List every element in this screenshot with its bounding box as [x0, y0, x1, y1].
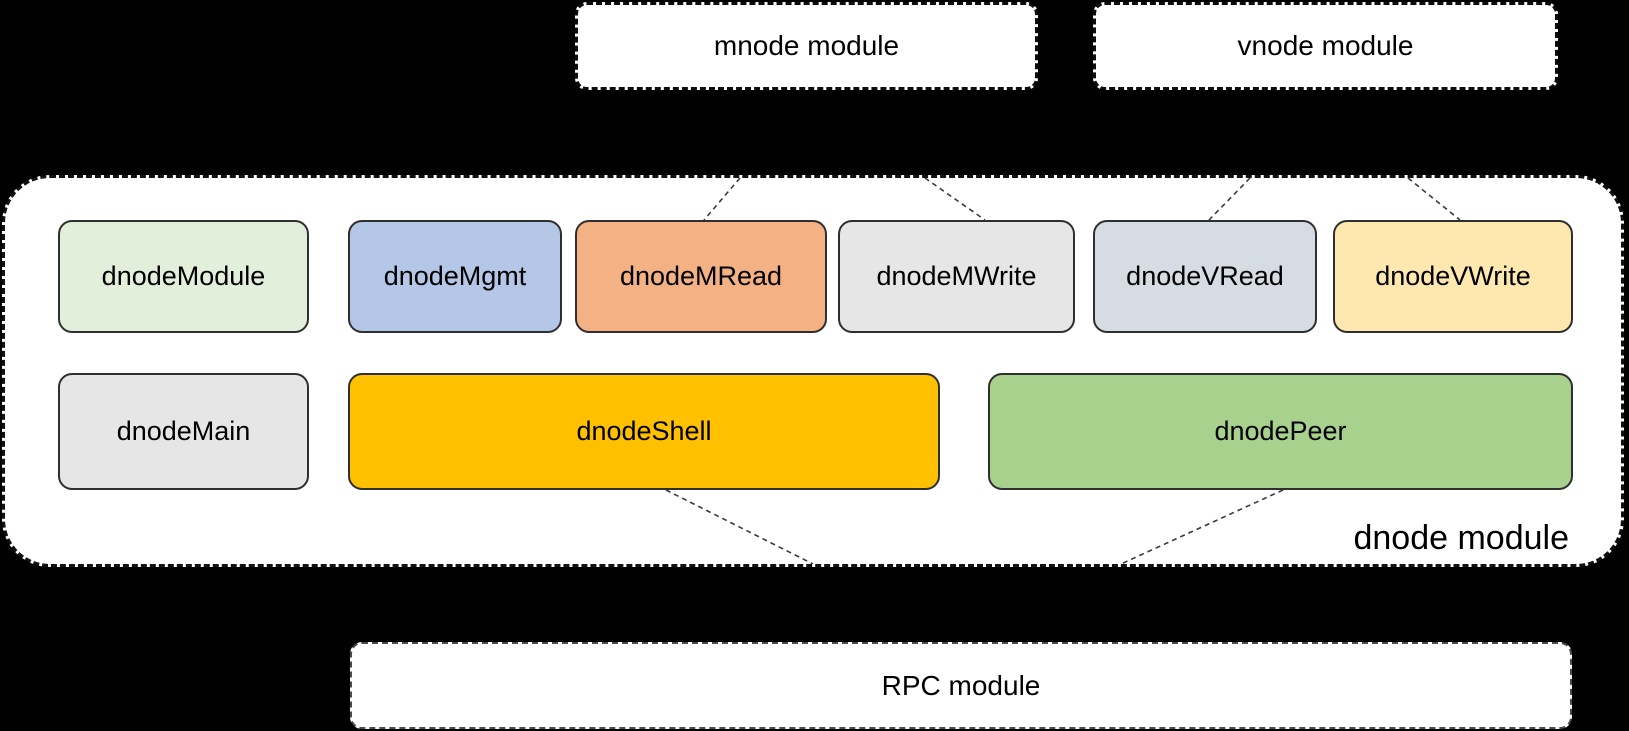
dnode-module-label: dnode module — [1353, 519, 1569, 557]
mnode-module-label: mnode module — [713, 30, 900, 61]
rpc-module-label: RPC module — [881, 669, 1041, 701]
block-dnodeMRead: dnodeMRead — [575, 220, 827, 333]
block-label: dnodeModule — [101, 261, 266, 291]
connector-mnode-dnodeMRead — [703, 178, 741, 221]
connector-dnodePeer-rpc — [1120, 489, 1284, 564]
block-dnodeShell: dnodeShell — [348, 373, 940, 490]
connector-vnode-dnodeVRead — [1208, 178, 1251, 221]
connector-vnode-dnodeVWrite — [1407, 178, 1461, 221]
connector-mnode-dnodeMWrite — [924, 178, 986, 221]
block-dnodeMain: dnodeMain — [58, 373, 309, 490]
block-label: dnodeMWrite — [876, 261, 1037, 291]
block-label: dnodePeer — [1214, 416, 1347, 446]
block-label: dnodeVWrite — [1375, 261, 1531, 291]
block-dnodeVRead: dnodeVRead — [1093, 220, 1317, 333]
block-dnodePeer: dnodePeer — [988, 373, 1573, 490]
block-label: dnodeShell — [576, 416, 712, 446]
block-label: dnodeMgmt — [383, 261, 527, 291]
block-dnodeMgmt: dnodeMgmt — [348, 220, 562, 333]
block-label: dnodeMain — [116, 416, 251, 446]
block-label: dnodeVRead — [1126, 261, 1284, 291]
vnode-module-box: vnode module — [1093, 2, 1558, 90]
vnode-module-label: vnode module — [1237, 30, 1414, 61]
block-label: dnodeMRead — [619, 261, 783, 291]
block-dnodeModule: dnodeModule — [58, 220, 309, 333]
mnode-module-box: mnode module — [575, 2, 1038, 90]
rpc-module-box: RPC module — [350, 642, 1572, 729]
connector-dnodeShell-rpc — [665, 489, 814, 564]
dnode-module-container: dnodeModule dnodeMgmt dnodeMRead dnodeMW… — [2, 175, 1624, 567]
block-dnodeMWrite: dnodeMWrite — [838, 220, 1075, 333]
block-dnodeVWrite: dnodeVWrite — [1333, 220, 1573, 333]
